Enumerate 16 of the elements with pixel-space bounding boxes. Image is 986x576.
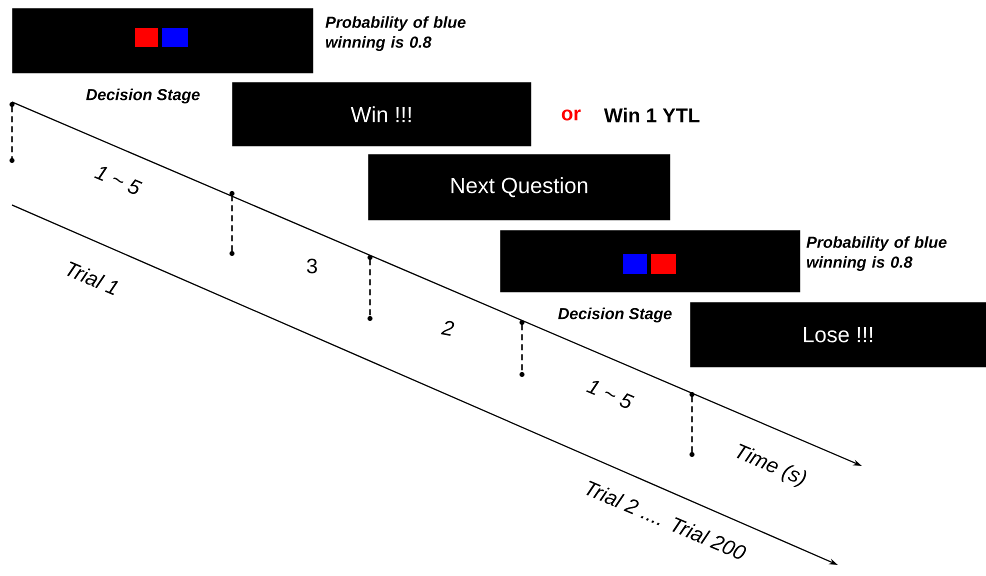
screen-box: Lose !!! [690, 302, 986, 368]
stage-label: Decision Stage [558, 308, 672, 322]
stage-label: Decision Stage [86, 88, 200, 104]
duration-label: 2 [440, 320, 454, 336]
duration-label: Trial 1 [67, 261, 118, 296]
note-text: Probability of blue winning is 0.8 [326, 16, 466, 51]
screen-box: Win !!! [232, 82, 532, 146]
stimulus-screen [12, 8, 314, 74]
screen-box: Next Question [368, 154, 670, 220]
duration-label: 3 [306, 258, 317, 274]
duration-label: 1 ~ 5 [94, 166, 143, 194]
duration-label: 1 ~ 5 [586, 380, 635, 408]
note-text: Probability of blue winning is 0.8 [806, 236, 947, 271]
note-text: Win 1 YTL [604, 108, 700, 122]
stimulus-screen [500, 230, 800, 292]
note-text: or [562, 110, 581, 120]
